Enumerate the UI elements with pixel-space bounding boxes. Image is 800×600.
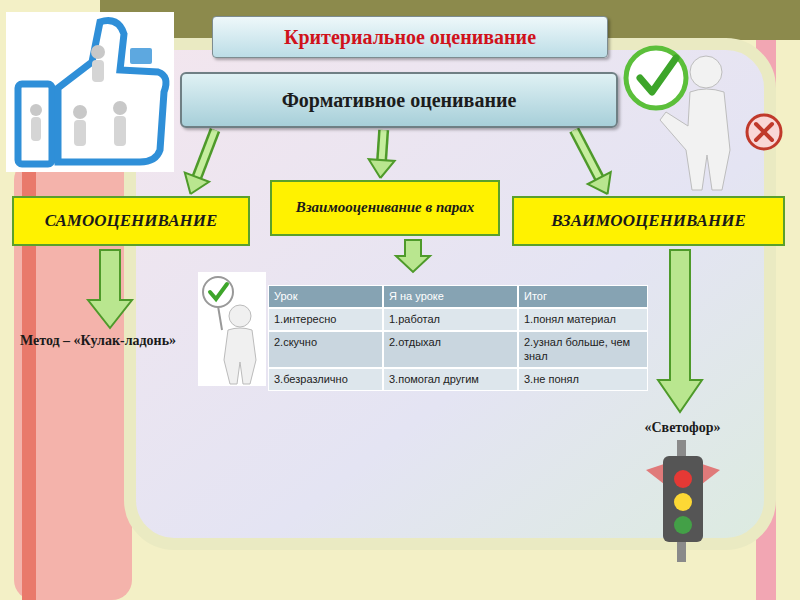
arrow-head xyxy=(588,172,611,194)
traffic-light xyxy=(646,440,720,562)
sign-stick xyxy=(218,306,222,330)
down-arrow xyxy=(658,250,702,412)
cross-circle xyxy=(747,115,781,149)
table-cell: 1.интересно xyxy=(268,308,383,331)
table-cell: 1.понял материал xyxy=(518,308,648,331)
figure-body xyxy=(224,328,256,384)
check-mark xyxy=(640,58,676,92)
flow-arrow xyxy=(574,130,611,194)
arrow-shaft-fill xyxy=(574,130,600,180)
arrow-head xyxy=(369,159,395,178)
arrow-shaft-fill xyxy=(196,130,215,179)
node-text: САМООЦЕНИВАНИЕ xyxy=(45,211,218,231)
table-cell: 2.отдыхал xyxy=(383,331,518,367)
traffic-light-label: «Светофор» xyxy=(610,420,755,436)
person-figure xyxy=(91,45,105,59)
arrow-shaft xyxy=(381,130,383,162)
method-box: САМООЦЕНИВАНИЕ xyxy=(12,196,250,246)
table-cell: 2.узнал больше, чем знал xyxy=(518,331,648,367)
node-text: Критериальное оценивание xyxy=(284,26,536,49)
icon-ground xyxy=(6,12,174,172)
arrow-shaft-fill xyxy=(381,130,383,162)
person-figure xyxy=(114,116,126,146)
down-arrow xyxy=(396,240,430,272)
visor xyxy=(702,464,720,484)
flow-arrow xyxy=(369,130,395,178)
arrow-shaft xyxy=(196,130,215,179)
sign-circle xyxy=(203,277,233,307)
table-cell: 3.помогал другим xyxy=(383,368,518,391)
table-cell: 1.работал xyxy=(383,308,518,331)
figure-head xyxy=(690,56,722,88)
method-box: ВЗАИМООЦЕНИВАНИЕ xyxy=(512,196,785,246)
evaluation-table: УрокЯ на урокеИтог 1.интересно1.работал1.… xyxy=(268,285,648,391)
check-circle xyxy=(626,48,686,108)
table-cell: Урок xyxy=(268,285,383,308)
method-box: Взаимооценивание в парах xyxy=(270,180,500,236)
table-cell: Итог xyxy=(518,285,648,308)
yellow-light xyxy=(674,493,692,511)
check-mark xyxy=(210,284,227,299)
node-text: Формативное оценивание xyxy=(282,89,517,112)
person-figure xyxy=(92,60,104,82)
visor xyxy=(646,464,664,484)
housing xyxy=(663,456,703,542)
content-panel xyxy=(130,44,770,544)
node-text: Взаимооценивание в парах xyxy=(296,199,475,216)
cross-mark xyxy=(756,124,772,140)
figure-head xyxy=(229,305,251,327)
table-cell: 2.скучно xyxy=(268,331,383,367)
down-arrow xyxy=(88,250,132,328)
laptop xyxy=(130,48,152,64)
heading-box: Критериальное оценивание xyxy=(212,16,608,58)
arrow-shaft xyxy=(574,130,600,180)
green-light xyxy=(674,516,692,534)
node-text: ВЗАИМООЦЕНИВАНИЕ xyxy=(551,211,745,231)
thumbs-up-icon xyxy=(6,12,174,172)
table-cell: Я на уроке xyxy=(383,285,518,308)
man-with-check-icon xyxy=(626,48,781,190)
method-label: Метод – «Кулак-ладонь» xyxy=(20,333,176,349)
flow-arrow xyxy=(185,130,215,194)
red-light xyxy=(674,470,692,488)
arrow-head xyxy=(185,173,209,194)
person-figure xyxy=(74,120,86,146)
person-figure xyxy=(73,105,87,119)
process-box: Формативное оценивание xyxy=(180,72,618,128)
table-cell: 3.не понял xyxy=(518,368,648,391)
figure-body xyxy=(660,89,730,190)
person-figure xyxy=(113,101,127,115)
person-figure xyxy=(30,104,42,116)
thumb-cuff xyxy=(18,84,52,164)
icon-ground xyxy=(198,272,266,386)
small-man-with-sign xyxy=(198,272,266,386)
table-cell: 3.безразлично xyxy=(268,368,383,391)
thumb-hand xyxy=(58,21,166,163)
person-figure xyxy=(31,117,41,141)
